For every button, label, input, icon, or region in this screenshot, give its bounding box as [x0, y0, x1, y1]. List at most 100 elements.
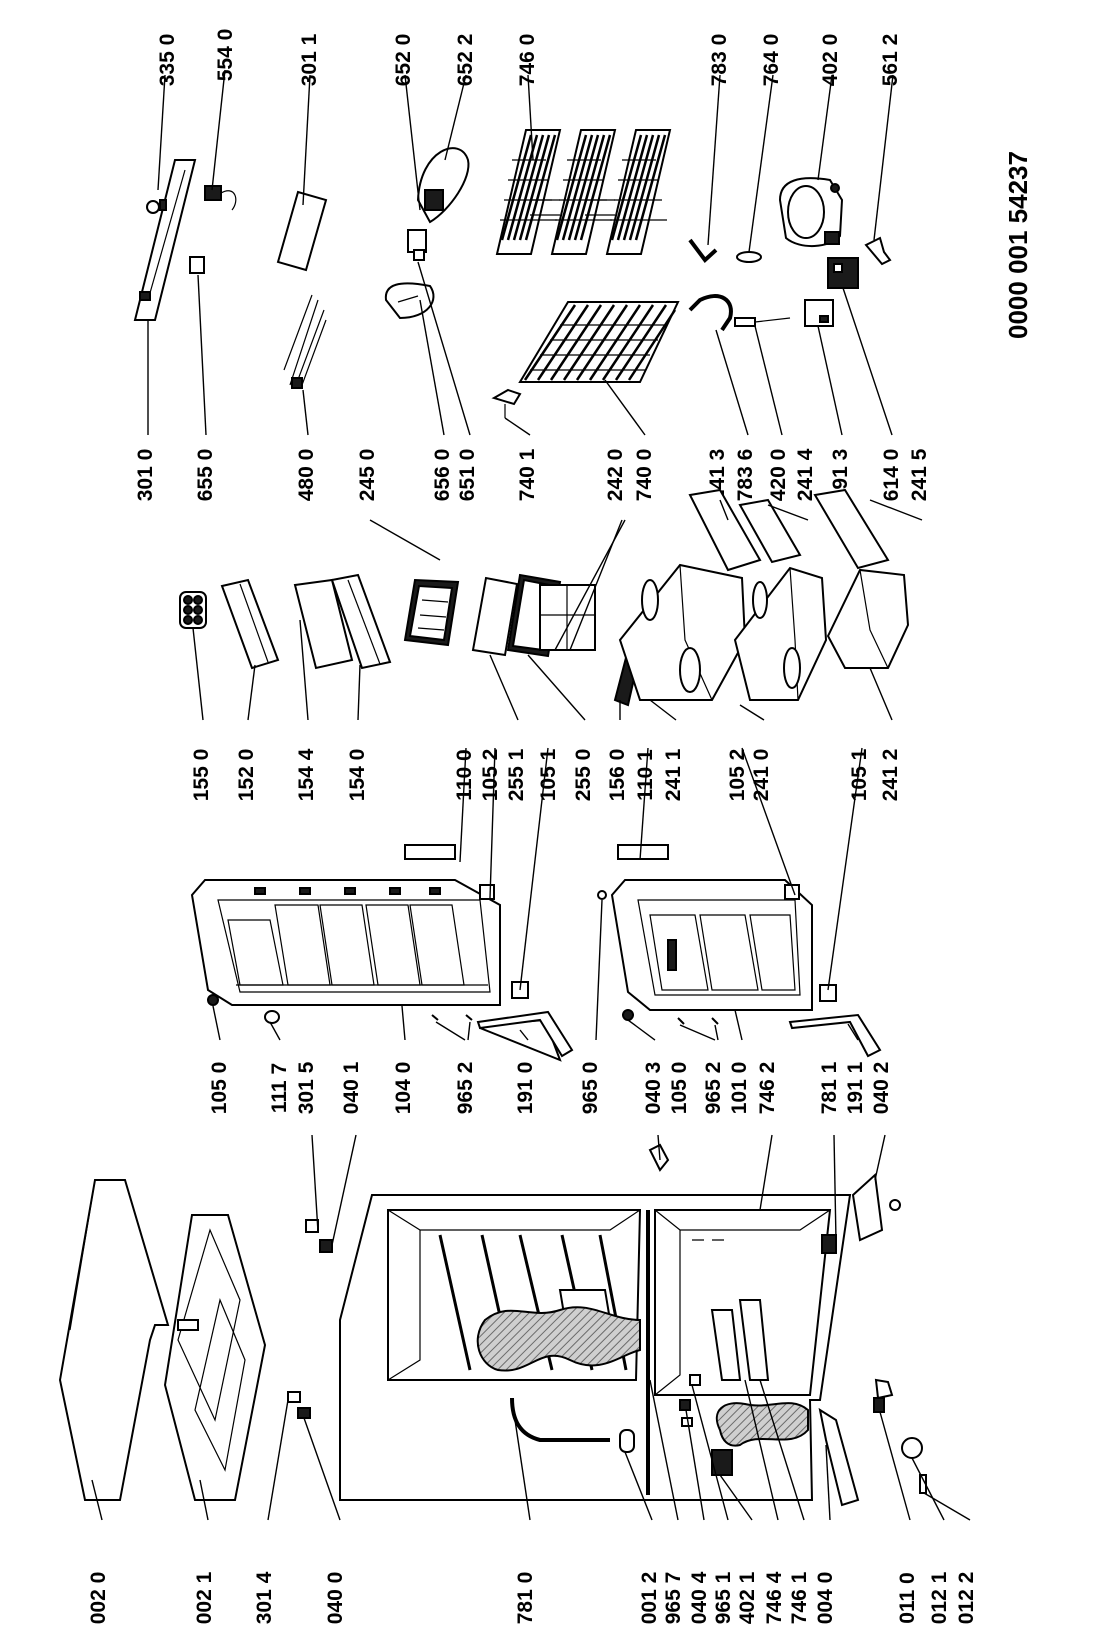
- label-554-0: 554 0: [214, 29, 237, 82]
- label-156-0: 156 0: [606, 749, 629, 802]
- lower-door-101-0: [610, 879, 813, 1011]
- door-shelf-154-4: [293, 578, 354, 670]
- compressor-402-0: [778, 177, 844, 248]
- drier-764-0: [736, 251, 762, 263]
- label-301-4: 301 4: [253, 1571, 276, 1624]
- label-154-0: 154 0: [346, 749, 369, 802]
- label-965-1: 965 1: [712, 1571, 735, 1624]
- label-105-2: 105 2: [479, 749, 502, 802]
- glass-shelf-255-1: [471, 576, 519, 657]
- label-965-2b: 965 2: [702, 1062, 725, 1115]
- label-241-2: 241 2: [879, 749, 902, 802]
- mid-leaders: [192, 499, 923, 721]
- label-191-0: 191 0: [514, 1062, 537, 1115]
- label-241-1: 241 1: [662, 748, 685, 801]
- label-965-0: 965 0: [579, 1062, 602, 1115]
- label-651-0: 651 0: [456, 449, 479, 502]
- label-241-3: 241 3: [706, 449, 729, 502]
- condenser-746-0: [495, 129, 672, 255]
- label-040-1: 040 1: [340, 1061, 363, 1114]
- label-746-0: 746 0: [516, 34, 539, 87]
- upper-mid-labels: 301 0 655 0 480 0 245 0 656 0 651 0 740 …: [134, 448, 931, 501]
- mid-row-labels: 155 0 152 0 154 4 154 0 110 0 105 2 255 …: [190, 748, 902, 801]
- label-301-0: 301 0: [134, 449, 157, 502]
- label-105-1: 105 1: [537, 748, 560, 801]
- label-781-1: 781 1: [818, 1061, 841, 1114]
- glass-shelf-245-0: [403, 578, 460, 647]
- label-561-2: 561 2: [879, 34, 902, 87]
- label-105-0b: 105 0: [668, 1062, 691, 1115]
- clips-bottom-left: [287, 1219, 333, 1419]
- label-746-1: 746 1: [788, 1571, 811, 1624]
- label-301-1: 301 1: [298, 33, 321, 86]
- label-001-2: 001 2: [638, 1572, 661, 1625]
- label-040-0: 040 0: [324, 1572, 347, 1625]
- top-frame-002-1: [163, 1214, 267, 1501]
- label-420-0: 420 0: [767, 449, 790, 502]
- label-011-0: 011 0: [896, 1572, 919, 1623]
- drawer-front-241-3: [688, 488, 762, 572]
- thermostat-knob-655-0: [189, 256, 205, 274]
- label-402-0: 402 0: [819, 34, 842, 87]
- lamp-554-0: [204, 185, 237, 211]
- label-783-6: 783 6: [734, 449, 757, 502]
- starter-614-0: [827, 257, 859, 289]
- label-105-1b: 105 1: [848, 748, 871, 801]
- egg-tray-155-0: [179, 591, 207, 629]
- label-004-0: 004 0: [814, 1572, 837, 1625]
- label-783-0: 783 0: [708, 34, 731, 87]
- label-335-0: 335 0: [156, 34, 179, 87]
- label-002-0: 002 0: [87, 1572, 110, 1625]
- door-seal-191-0: [476, 1010, 574, 1062]
- door-shelf-154-0: [330, 573, 392, 670]
- small-parts-bottom: [619, 1143, 927, 1494]
- label-245-0: 245 0: [356, 449, 379, 502]
- drawer-241-0: [733, 566, 828, 701]
- label-740-1: 740 1: [516, 448, 539, 501]
- label-656-0: 656 0: [431, 449, 454, 502]
- label-301-5: 301 5: [295, 1061, 318, 1114]
- lower-leaders: [212, 747, 863, 1041]
- label-402-1: 402 1: [736, 1571, 759, 1624]
- condenser-panel-3: [605, 129, 672, 255]
- label-746-4: 746 4: [763, 1571, 786, 1624]
- bottom-row-labels: 002 0 002 1 301 4 040 0 781 0 001 2 965 …: [87, 1571, 978, 1624]
- valve-652-2: [416, 147, 470, 224]
- filter-651-0: [407, 229, 427, 261]
- label-781-0: 781 0: [514, 1572, 537, 1625]
- label-241-5: 241 5: [908, 448, 931, 501]
- door-seal-191-1: [788, 1013, 882, 1058]
- control-panel-301-0: [133, 159, 197, 321]
- top-row-labels: 335 0 554 0 301 1 652 0 652 2 746 0 783 …: [156, 29, 902, 87]
- label-480-0: 480 0: [295, 449, 318, 502]
- cabinet-body: [339, 1194, 852, 1501]
- label-652-0: 652 0: [392, 34, 415, 87]
- capacitor-420-0: [734, 317, 791, 327]
- label-965-2: 965 2: [454, 1062, 477, 1115]
- clip-561-2: [864, 236, 892, 266]
- label-012-2: 012 2: [955, 1572, 978, 1625]
- bottom-leaders: [91, 1134, 971, 1521]
- ice-tray-242-0: [539, 584, 596, 651]
- lower-mid-labels: 105 0 111 7 301 5 040 1 104 0 965 2 191 …: [208, 1061, 893, 1114]
- base-004-0: [818, 1407, 860, 1507]
- door-shelf-152-0: [220, 578, 280, 670]
- label-002-1: 002 1: [193, 1571, 216, 1624]
- label-746-2: 746 2: [756, 1062, 779, 1115]
- relay-491-3: [804, 299, 834, 327]
- label-241-4: 241 4: [794, 448, 817, 501]
- label-154-4: 154 4: [295, 748, 318, 801]
- label-105-2b: 105 2: [726, 749, 749, 802]
- label-614-0: 614 0: [880, 449, 903, 502]
- wiring-480-0: [283, 294, 327, 389]
- condenser-panel-2: [550, 129, 617, 255]
- top-cover-002-0: [58, 1179, 170, 1501]
- cover-301-1: [276, 190, 328, 272]
- label-111-7: 111 7: [268, 1063, 291, 1113]
- hinges-and-screws: [207, 844, 837, 1025]
- capillary-783-0: [688, 238, 718, 263]
- top-leaders: [147, 69, 894, 436]
- drawer-front-241-4: [738, 498, 802, 564]
- label-965-7: 965 7: [662, 1572, 685, 1625]
- document-number: 0000 001 54237: [1003, 151, 1033, 339]
